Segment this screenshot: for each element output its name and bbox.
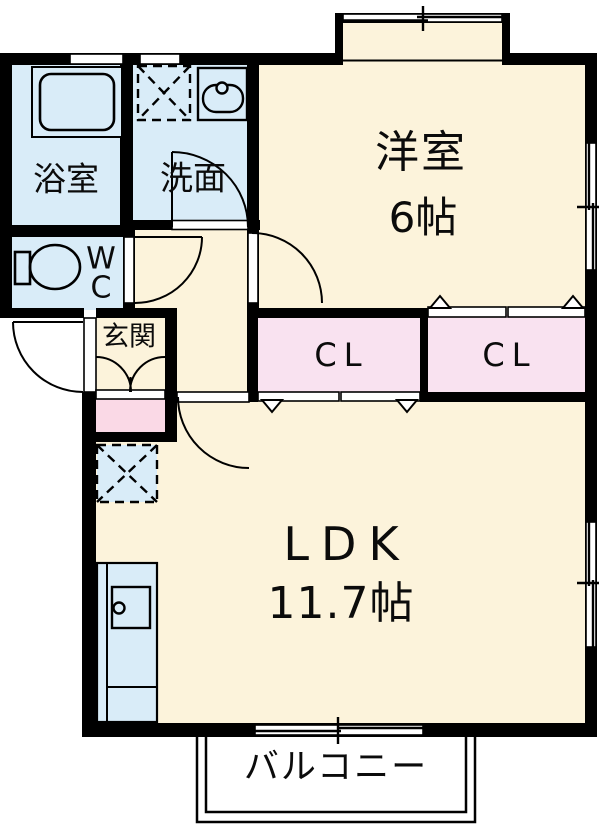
western-door-arc <box>251 232 323 304</box>
door-swings <box>12 151 323 469</box>
washroom-window <box>139 53 181 65</box>
western-room-label: 洋室 <box>375 127 467 178</box>
corridor <box>177 306 247 394</box>
entrance-label: 玄関 <box>102 321 156 353</box>
wall-entrance-right <box>165 308 177 442</box>
wall-bath-washroom <box>120 55 133 230</box>
wall-closet-divider <box>420 308 428 402</box>
washing-machine-space-icon <box>136 64 192 122</box>
ldk-door-panel <box>176 391 250 403</box>
entry-door-panel <box>83 317 97 393</box>
wall-closet-top <box>247 308 428 318</box>
balcony-label: バルコニー <box>243 747 429 788</box>
closet-left-door-1 <box>257 391 340 402</box>
refrigerator-space-icon <box>95 443 159 504</box>
wc-door-arc <box>134 236 203 304</box>
closet-door-chevrons <box>259 294 586 414</box>
wc-label: W C <box>86 241 116 305</box>
ldk-size: 11.7帖 <box>267 578 415 629</box>
wall-top-right <box>510 53 597 65</box>
kitchen-counter-icon <box>95 561 159 724</box>
washroom-door-opening <box>171 219 249 231</box>
wall-left-upper <box>0 53 12 318</box>
ldk-label: LDK <box>283 517 411 571</box>
window-ticks <box>255 6 599 744</box>
washbasin-icon <box>196 66 249 122</box>
wc-label-line1: W <box>86 241 116 277</box>
wall-closet-right-bottom <box>420 392 588 402</box>
wc-label-line2: C <box>90 270 112 305</box>
ldk-window <box>585 521 597 648</box>
western-door-panel <box>247 232 259 304</box>
wall-bay-right <box>502 13 510 65</box>
bathroom-window <box>69 53 124 65</box>
wall-shoebox-bottom <box>82 432 177 442</box>
washroom-label: 洗面 <box>160 158 226 198</box>
wall-bay-left <box>335 13 343 65</box>
room-closet-right <box>426 314 588 394</box>
closet-left-door-2 <box>340 391 421 402</box>
closet-right-door-2 <box>507 306 586 318</box>
wall-mid-1 <box>0 308 84 318</box>
closet-left-label: CL <box>314 336 369 374</box>
closet-right-label: CL <box>482 336 537 374</box>
bathtub-icon <box>31 66 123 138</box>
ldk-door-arc <box>177 396 250 469</box>
wall-left-lower <box>82 392 96 737</box>
hallway <box>135 228 247 310</box>
wall-mid-2 <box>96 308 177 318</box>
washroom-door-arc <box>171 151 249 228</box>
closet-right-door-1 <box>427 306 507 318</box>
wall-corridor-right <box>247 303 258 402</box>
shoe-cabinet <box>96 396 165 434</box>
entry-door-arc <box>12 321 84 393</box>
room-closet-left <box>258 314 422 394</box>
wc-door-panel <box>123 236 135 304</box>
toilet-icon <box>13 243 82 291</box>
bathroom-label: 浴室 <box>33 159 99 199</box>
room-ldk <box>95 400 588 725</box>
western-room-size: 6帖 <box>388 193 458 242</box>
wall-bath-wc <box>0 225 133 237</box>
room-western <box>258 65 588 310</box>
balcony-outline <box>195 731 477 824</box>
